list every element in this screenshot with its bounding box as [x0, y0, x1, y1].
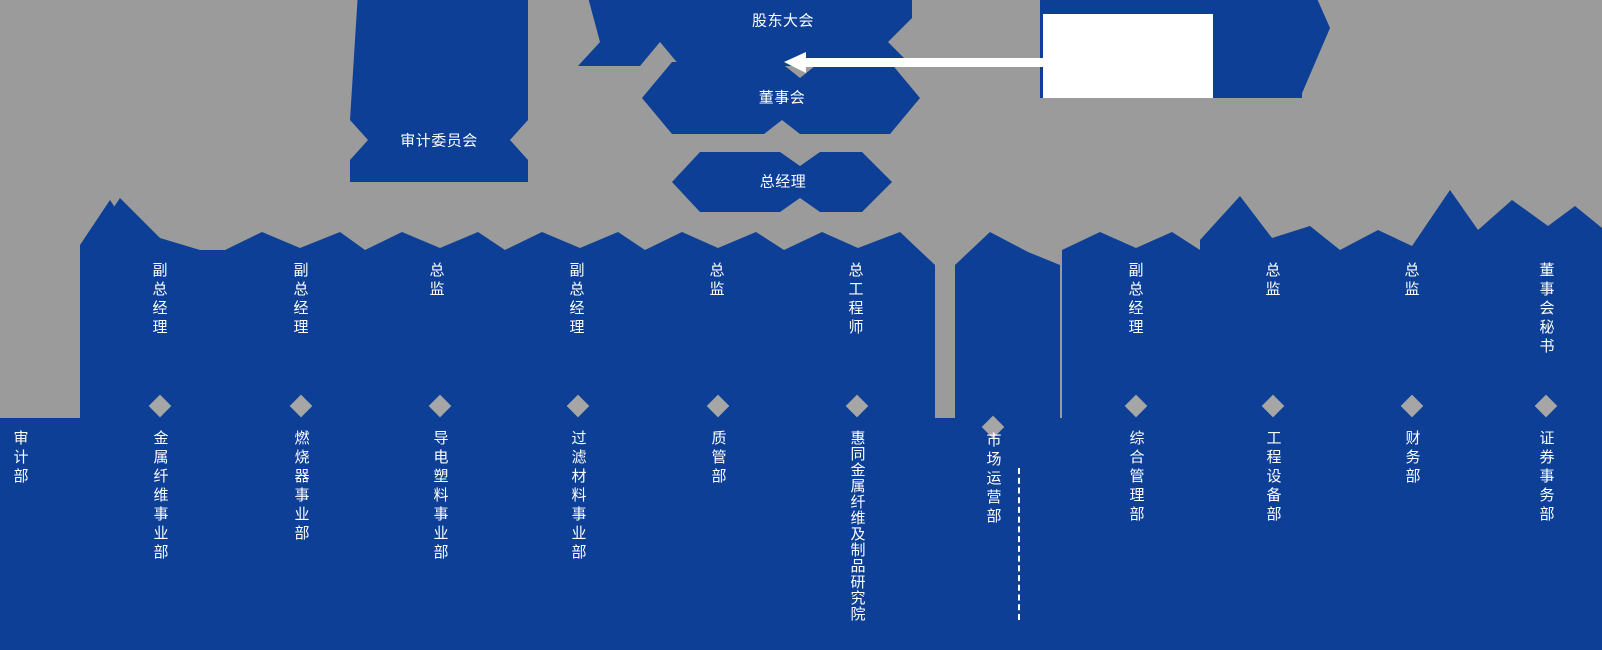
node-label-dept-metal-fiber[interactable]: 金属纤维事业部	[151, 430, 170, 563]
shape-board-of-directors[interactable]	[642, 62, 920, 134]
node-label-dept-quality-control[interactable]: 质管部	[709, 430, 728, 487]
node-label-role-director-1[interactable]: 总监	[427, 262, 446, 300]
shape-role-group-right	[955, 232, 1060, 436]
shape-role-deputy-gm-4[interactable]	[1062, 232, 1200, 430]
node-label-shareholders-meeting[interactable]: 股东大会	[751, 11, 815, 30]
node-label-dept-finance[interactable]: 财务部	[1403, 430, 1422, 487]
node-label-dept-securities-affairs[interactable]: 证券事务部	[1537, 430, 1556, 525]
market-ops-dashed-connector	[1018, 468, 1020, 620]
shape-role-director-3[interactable]	[1200, 196, 1340, 430]
node-label-dept-market-operations[interactable]: 市场运营部	[984, 432, 1003, 527]
node-label-dept-engineering-equipment[interactable]: 工程设备部	[1264, 430, 1283, 525]
shape-role-deputy-gm-3[interactable]	[505, 232, 645, 430]
node-label-role-chief-engineer[interactable]: 总工程师	[846, 262, 865, 338]
node-label-role-director-4[interactable]: 总监	[1402, 262, 1421, 300]
shape-role-director-1[interactable]	[365, 232, 505, 430]
shape-upper-right-chevron	[1214, 0, 1330, 98]
node-label-role-deputy-gm-4[interactable]: 副总经理	[1126, 262, 1145, 338]
shape-shareholders-meeting[interactable]	[578, 0, 912, 66]
node-label-dept-conductive-plastic[interactable]: 导电塑料事业部	[431, 430, 450, 563]
shape-role-board-secretary[interactable]	[1478, 200, 1602, 430]
node-label-role-deputy-gm-2[interactable]: 副总经理	[291, 262, 310, 338]
node-label-role-deputy-gm-3[interactable]: 副总经理	[567, 262, 586, 338]
shape-role-deputy-gm-1[interactable]	[85, 198, 225, 430]
callout-box[interactable]	[1043, 14, 1213, 98]
node-label-dept-audit[interactable]: 审计部	[11, 430, 30, 487]
shape-audit-committee[interactable]	[350, 0, 528, 182]
node-label-role-director-3[interactable]: 总监	[1263, 262, 1282, 300]
node-label-role-board-secretary[interactable]: 董事会秘书	[1537, 262, 1556, 357]
node-label-dept-filter-material[interactable]: 过滤材料事业部	[569, 430, 588, 563]
shape-role-director-2[interactable]	[645, 232, 784, 430]
shape-role-deputy-gm-2[interactable]	[225, 232, 365, 430]
node-label-dept-general-admin[interactable]: 综合管理部	[1127, 430, 1146, 525]
shape-general-manager[interactable]	[672, 152, 892, 212]
node-label-general-manager[interactable]: 总经理	[759, 172, 807, 191]
node-label-board-of-directors[interactable]: 董事会	[758, 88, 806, 107]
shape-role-chief-engineer[interactable]	[784, 232, 935, 430]
node-label-dept-research-institute[interactable]: 惠同金属纤维及制品研究院	[848, 430, 867, 622]
node-label-role-deputy-gm-1[interactable]: 副总经理	[150, 262, 169, 338]
node-label-dept-burner[interactable]: 燃烧器事业部	[292, 430, 311, 544]
node-label-role-director-2[interactable]: 总监	[707, 262, 726, 300]
shape-department-band	[0, 418, 1602, 650]
callout-leader-line	[800, 58, 1050, 67]
node-label-audit-committee[interactable]: 审计委员会	[400, 131, 478, 150]
shape-role-director-4[interactable]	[1340, 190, 1478, 430]
